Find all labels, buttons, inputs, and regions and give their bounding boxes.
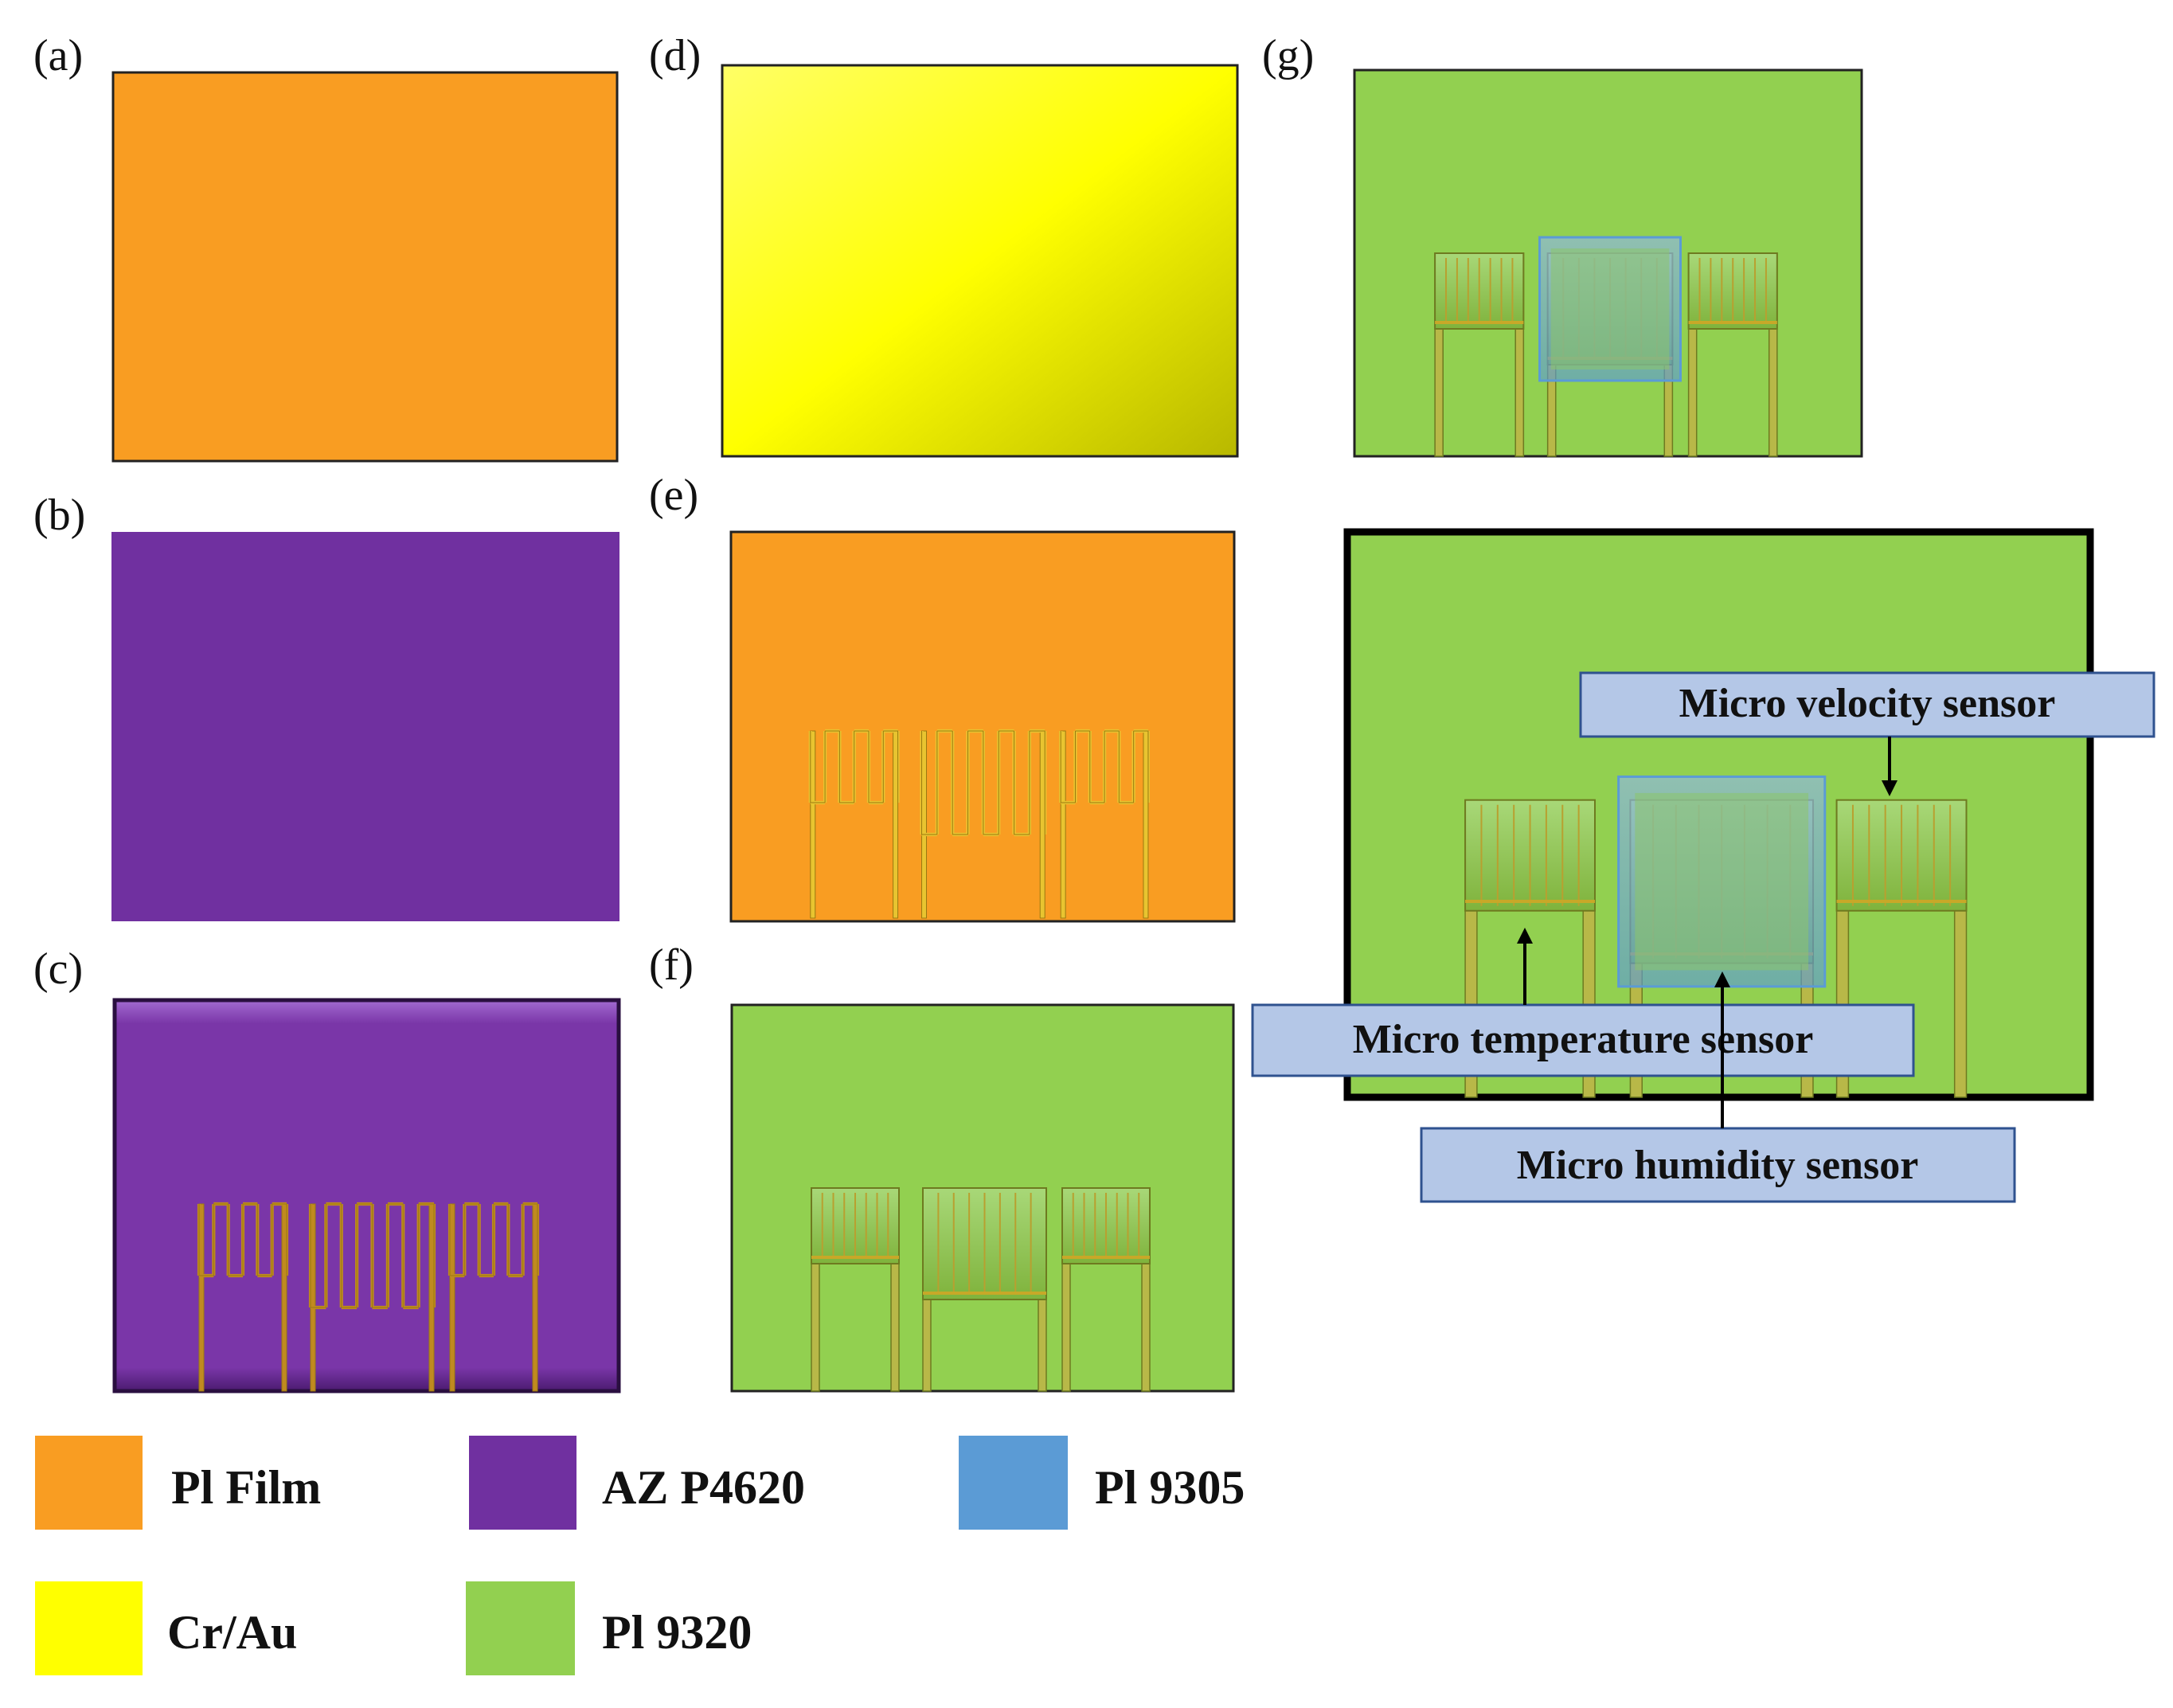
panel-d-cr-au	[721, 64, 1239, 458]
svg-text:Pl 9305: Pl 9305	[1095, 1461, 1245, 1514]
svg-text:Micro humidity sensor: Micro humidity sensor	[1517, 1143, 1919, 1188]
svg-text:Micro temperature sensor: Micro temperature sensor	[1353, 1017, 1814, 1062]
legend-item-cr-au: Cr/Au	[35, 1581, 297, 1675]
electrode-leg	[198, 1203, 205, 1392]
callout-velocity: Micro velocity sensor	[1579, 671, 2155, 796]
svg-text:Pl 9320: Pl 9320	[602, 1606, 752, 1659]
svg-text:Pl Film: Pl Film	[171, 1461, 321, 1514]
panel-c-patterned-photoresist	[112, 998, 621, 1393]
legend-item-pi9305: Pl 9305	[959, 1436, 1245, 1530]
panel-label-g: (g)	[1262, 31, 1314, 80]
panel-label-a: (a)	[33, 31, 83, 80]
electrode-leg	[1060, 730, 1066, 919]
svg-text:Micro velocity sensor: Micro velocity sensor	[1679, 681, 2056, 726]
electrode-leg	[449, 1203, 455, 1392]
panel-a-pi-film	[111, 71, 619, 463]
panel-label-e: (e)	[649, 471, 698, 520]
panel-label-d: (d)	[649, 31, 701, 80]
legend-item-az: AZ P4620	[469, 1436, 805, 1530]
svg-text:Cr/Au: Cr/Au	[167, 1606, 297, 1659]
legend-item-pi9320: Pl 9320	[466, 1581, 752, 1675]
electrode-leg	[810, 730, 816, 919]
panel-c-electrode-pattern	[197, 1202, 540, 1392]
panel-b-photoresist	[111, 532, 619, 921]
pi9305-cap-inner	[1550, 248, 1670, 369]
svg-text:AZ P4620: AZ P4620	[602, 1461, 805, 1514]
electrode-meander-outline	[921, 730, 1045, 835]
legend: Pl Film AZ P4620 Pl 9305 Cr/Au Pl 9320	[35, 1436, 1245, 1675]
callout-humidity: Micro humidity sensor	[1420, 971, 2016, 1203]
electrode-meander-outline	[810, 730, 899, 803]
panel-g-sensor-pattern	[1434, 236, 1778, 457]
electrode-meander-outline	[1060, 730, 1149, 803]
panel-e-electrode-pattern	[808, 729, 1151, 919]
panel-label-f: (f)	[649, 940, 694, 990]
legend-item-pi-film: Pl Film	[35, 1436, 321, 1530]
panel-e-metal-pattern	[729, 530, 1236, 923]
pi9305-cap-inner	[1635, 792, 1809, 971]
panel-f-sensor-pattern	[811, 1187, 1151, 1392]
panel-g-final-device	[1353, 68, 1863, 458]
callout-temperature: Micro temperature sensor	[1251, 928, 1915, 1077]
panel-label-c: (c)	[33, 944, 83, 994]
panel-label-b: (b)	[33, 491, 85, 540]
electrode-meander-outline	[310, 1203, 435, 1308]
enlarged-sensor-pattern	[1464, 775, 1968, 1098]
electrode-meander-outline	[449, 1203, 538, 1276]
electrode-meander-outline	[198, 1203, 287, 1276]
panel-f-pi9320-coating	[730, 1003, 1235, 1393]
panel-g-enlarged-device	[1343, 528, 2094, 1101]
